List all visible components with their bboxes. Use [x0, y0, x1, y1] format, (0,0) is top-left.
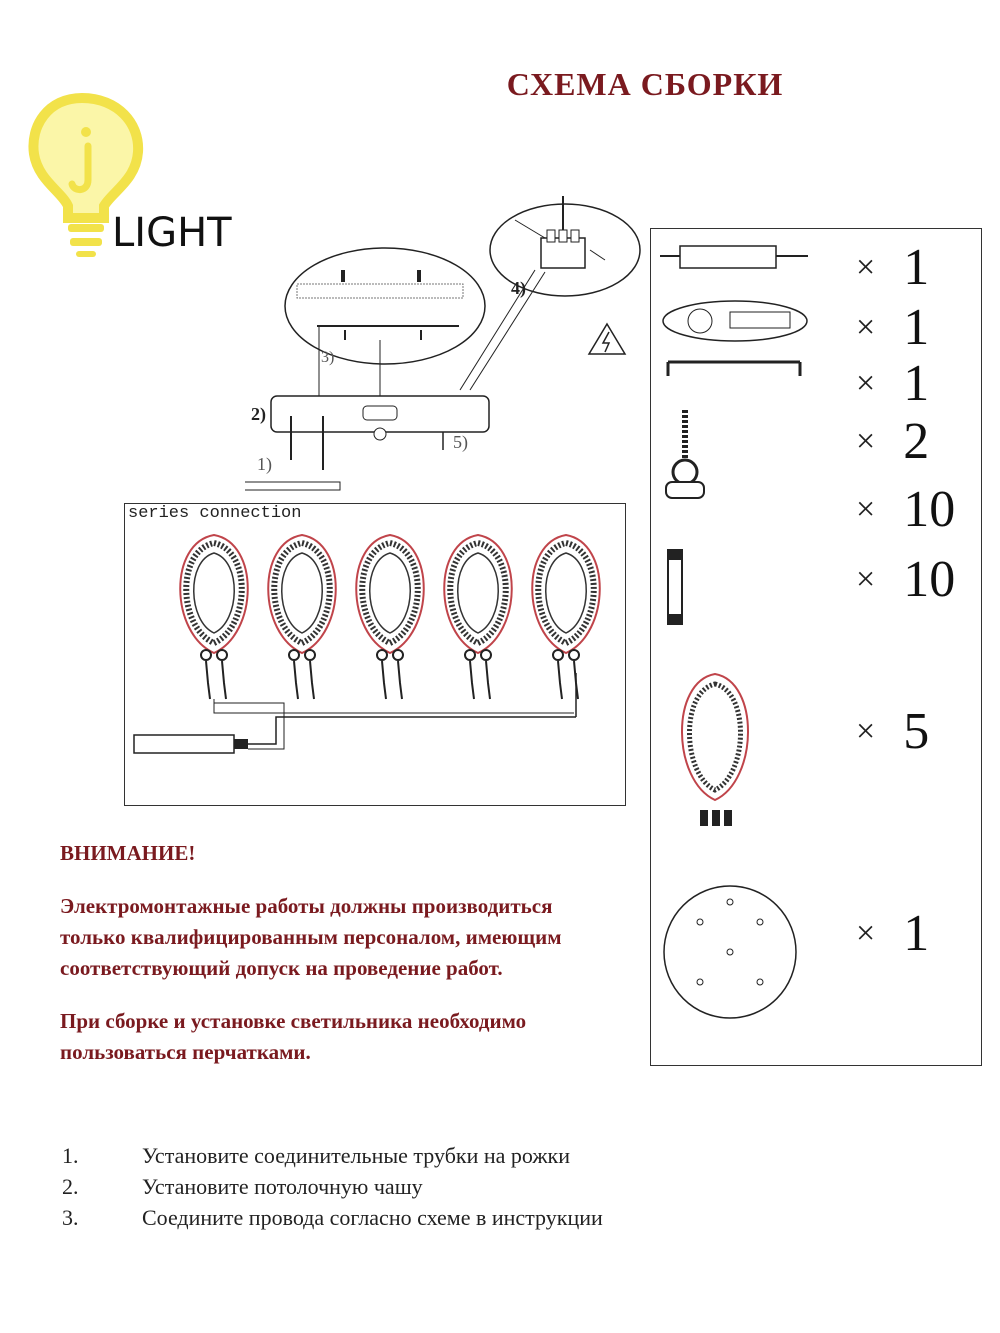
ring-connector	[288, 649, 300, 661]
ring-connector	[392, 649, 404, 661]
times-sign: ×	[856, 490, 876, 528]
part-quantity: 1	[903, 905, 930, 962]
remote-control-icon	[660, 296, 810, 351]
warning-block: ВНИМАНИЕ! Электромонтажные работы должны…	[60, 838, 660, 1090]
label-4: 4)	[511, 278, 526, 299]
ring-connector	[464, 649, 476, 661]
part-quantity: 1	[903, 355, 930, 412]
label-1: 1)	[257, 454, 272, 475]
nut-icon	[660, 478, 710, 507]
series-wire	[213, 699, 574, 714]
logo-text: LIGHT	[112, 210, 232, 256]
hook-screw-icon	[660, 410, 710, 495]
ring-light	[267, 533, 337, 700]
label-5: 5)	[453, 432, 468, 453]
ring-light	[531, 533, 601, 700]
step-item: 1.Установите соединительные трубки на ро…	[62, 1142, 571, 1168]
times-sign: ×	[856, 308, 876, 346]
times-sign: ×	[856, 560, 876, 598]
part-quantity: 1	[903, 299, 930, 356]
step-item: 2.Установите потолочную чашу	[62, 1173, 423, 1199]
ring-light	[355, 533, 425, 700]
warning-heading: ВНИМАНИЕ!	[60, 841, 196, 865]
ring-light	[179, 533, 249, 700]
times-sign: ×	[856, 422, 876, 460]
part-quantity: 5	[903, 703, 930, 760]
times-sign: ×	[856, 712, 876, 750]
label-2: 2)	[251, 404, 266, 425]
part-quantity: 1	[903, 239, 930, 296]
warning-paragraph-2: При сборке и установке светильника необх…	[60, 1009, 527, 1064]
page-title: СХЕМА СБОРКИ	[506, 66, 784, 102]
ring-connector	[480, 649, 492, 661]
series-connection-label: series connection	[128, 504, 302, 523]
steps-list: 1.Установите соединительные трубки на ро…	[62, 1140, 762, 1233]
ring-light	[443, 533, 513, 700]
threaded-tube-icon	[660, 548, 690, 633]
ring-connector	[552, 649, 564, 661]
series-connection-panel	[124, 503, 626, 806]
part-quantity: 2	[903, 413, 930, 470]
parts-list	[650, 228, 982, 1066]
mounting-bar-icon	[660, 352, 810, 387]
ring-connector	[216, 649, 228, 661]
brand-logo: LIGHT	[20, 88, 260, 268]
times-sign: ×	[856, 248, 876, 286]
ring-connector	[568, 649, 580, 661]
times-sign: ×	[856, 364, 876, 402]
part-quantity: 10	[903, 551, 956, 608]
ring-connector	[304, 649, 316, 661]
ring-light-icon	[660, 670, 770, 845]
step-item: 3.Соедините провода согласно схеме в инс…	[62, 1204, 603, 1230]
label-3: 3)	[321, 349, 334, 366]
series-connection-diagram	[133, 533, 601, 754]
part-quantity: 10	[903, 481, 956, 538]
driver-icon	[660, 236, 810, 281]
ring-connector	[376, 649, 388, 661]
assembly-diagram: 4) 3) 2) 5) 1)	[199, 190, 655, 500]
warning-paragraph-1: Электромонтажные работы должны производи…	[60, 894, 562, 980]
times-sign: ×	[856, 914, 876, 952]
ring-connector	[200, 649, 212, 661]
ceiling-plate-icon	[660, 882, 800, 1027]
